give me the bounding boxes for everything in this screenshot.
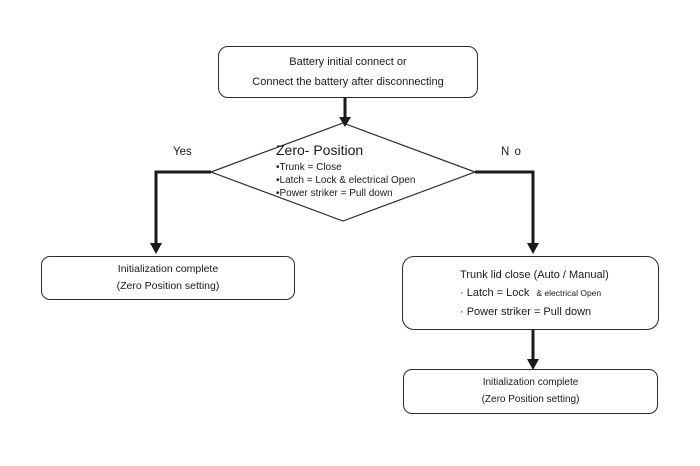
decision-node-text: Zero- Position •Trunk = Close •Latch = L… — [276, 142, 481, 200]
decision-diamond-shape — [209, 122, 477, 222]
left-result-line2: (Zero Position setting) — [116, 280, 220, 292]
right-result-line2: (Zero Position setting) — [481, 393, 580, 405]
decision-bullet-striker: •Power striker = Pull down — [276, 188, 393, 199]
action-node-bullet1-note: & electrical Open — [536, 288, 602, 298]
action-node-bullet1-main: · Latch = Lock — [460, 287, 530, 299]
decision-title: Zero- Position — [276, 142, 364, 158]
action-node-bullet2: · Power striker = Pull down — [460, 305, 592, 318]
left-result-node: Initialization complete (Zero Position s… — [41, 256, 295, 300]
left-result-line1: Initialization complete — [117, 262, 219, 275]
right-result-line1: Initialization complete — [482, 377, 579, 388]
start-node: Battery initial connect or Connect the b… — [218, 46, 478, 98]
start-node-line1: Battery initial connect or — [289, 56, 407, 68]
start-node-line2: Connect the battery after disconnecting — [252, 76, 444, 88]
arrow-no-branch — [475, 170, 539, 254]
right-result-node: Initialization complete (Zero Position s… — [403, 369, 658, 414]
no-branch-label: N o — [501, 146, 522, 158]
action-node-bullet1: · Latch = Lock & electrical Open — [460, 287, 601, 299]
decision-bullet-trunk: •Trunk = Close — [276, 162, 342, 173]
action-node: Trunk lid close (Auto / Manual) · Latch … — [402, 256, 659, 330]
arrow-start-to-decision — [339, 98, 351, 127]
decision-bullet-latch: •Latch = Lock & electrical Open — [276, 175, 416, 186]
yes-branch-label: Yes — [173, 146, 192, 158]
action-node-title: Trunk lid close (Auto / Manual) — [460, 268, 609, 281]
arrow-yes-branch — [150, 170, 211, 254]
arrow-action-to-result — [527, 330, 539, 370]
